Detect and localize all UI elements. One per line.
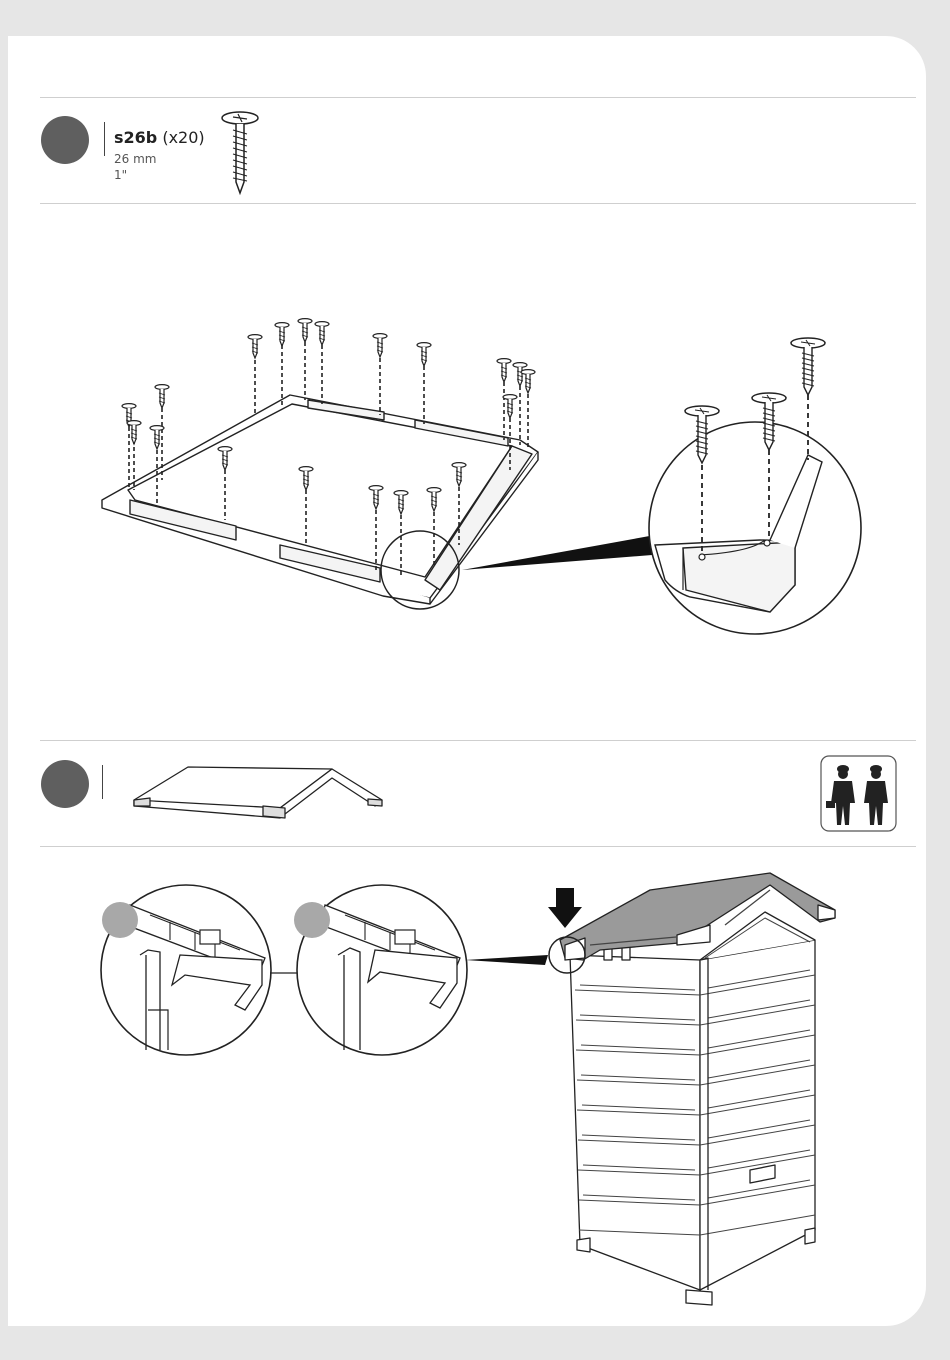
shed-illustration [560,873,835,1305]
callout-pointer [462,535,655,570]
screw-icon [222,112,258,193]
step-sub-marker [294,902,330,938]
corner-detail-magnified [649,338,861,634]
down-arrow-icon [548,888,582,928]
roof-panel-frame [102,395,538,604]
callout-pointer [465,955,548,965]
roof-assembly-thumbnail [134,767,382,818]
step-sub-marker [102,902,138,938]
two-person-icon [821,756,896,831]
